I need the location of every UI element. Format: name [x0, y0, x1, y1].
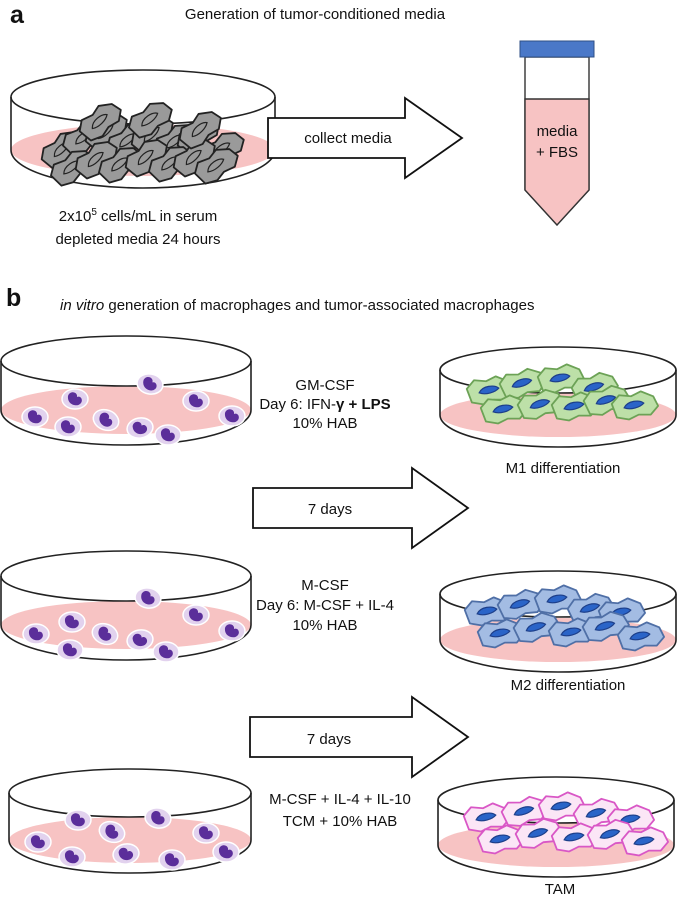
monocyte — [58, 611, 86, 633]
m1-condition-line2: Day 6: IFN-γ + LPS — [259, 396, 390, 413]
m1-macrophage — [516, 388, 565, 420]
monocyte — [22, 623, 50, 645]
tam-result-label: TAM — [545, 881, 576, 898]
tumor-cell — [124, 139, 168, 178]
seven-days-arrow-1 — [252, 466, 470, 550]
tube-media — [524, 98, 590, 227]
tumor-cell-cluster — [40, 102, 245, 187]
dish-wall — [8, 793, 252, 874]
m1-macrophage-cluster — [465, 363, 659, 425]
dish-rim — [439, 570, 677, 618]
monocyte — [126, 417, 154, 439]
monocyte — [98, 820, 126, 844]
monocyte-group — [21, 373, 246, 446]
monocyte — [144, 807, 172, 829]
monocyte-dish-m2 — [0, 550, 252, 663]
monocyte — [158, 849, 186, 871]
tam-dish — [437, 776, 675, 878]
m1-macrophage — [610, 390, 659, 421]
m2-macrophage — [476, 618, 525, 649]
m2-macrophage — [581, 610, 630, 642]
panel-a-label: a — [10, 1, 25, 29]
tumor-cell — [78, 103, 122, 142]
m2-dish — [439, 570, 677, 673]
panel-a-title: Generation of tumor-conditioned media — [185, 6, 446, 23]
m2-result-label: M2 differentiation — [511, 677, 626, 694]
monocyte — [182, 604, 210, 626]
monocyte-group — [24, 807, 240, 871]
monocyte — [152, 641, 180, 663]
monocyte — [24, 831, 52, 853]
m2-macrophage — [616, 621, 665, 652]
m2-condition-line2: Day 6: M-CSF + IL-4 — [256, 597, 394, 614]
monocyte — [64, 809, 92, 831]
monocyte — [91, 622, 119, 646]
monocyte — [54, 416, 82, 438]
tam-condition-line2: TCM + 10% HAB — [283, 813, 398, 830]
monocyte — [154, 424, 182, 446]
seven-days-label-2: 7 days — [307, 731, 351, 748]
monocyte — [56, 639, 84, 661]
m2-condition-line3: 10% HAB — [292, 617, 357, 634]
m1-condition-line1: GM-CSF — [295, 377, 354, 394]
media-tube — [519, 40, 595, 227]
dish-wall — [437, 800, 675, 878]
monocyte — [126, 629, 154, 651]
panel-b-label: b — [6, 284, 21, 312]
monocyte — [92, 408, 120, 432]
tam — [620, 826, 669, 857]
monocyte — [136, 373, 164, 395]
tube-label-line1: media — [537, 123, 579, 140]
tam — [476, 824, 525, 855]
panel-b-title: in vitro generation of macrophages and t… — [60, 297, 534, 314]
dish-rim — [0, 550, 252, 602]
monocyte — [218, 405, 246, 427]
collect-media-label: collect media — [304, 130, 392, 147]
dish-wall — [10, 97, 276, 189]
tumor-cell — [128, 102, 173, 139]
tumor-cell — [178, 111, 222, 150]
m2-condition-line1: M-CSF — [301, 577, 349, 594]
tam-cluster — [462, 791, 669, 857]
m1-dish — [439, 346, 677, 448]
dish-wall — [439, 594, 677, 673]
monocyte-dish-tam — [8, 768, 252, 874]
dish-rim — [8, 768, 252, 818]
tam-condition-line1: M-CSF + IL-4 + IL-10 — [269, 791, 411, 808]
collect-media-arrow — [267, 96, 464, 180]
monocyte — [212, 841, 240, 863]
tumor-cell — [194, 148, 239, 185]
monocyte-dish-m1 — [0, 335, 252, 446]
cell-density-line2: depleted media 24 hours — [55, 231, 220, 248]
seven-days-label-1: 7 days — [308, 501, 352, 518]
monocyte — [61, 388, 89, 410]
m1-result-label: M1 differentiation — [506, 460, 621, 477]
monocyte-group — [22, 587, 246, 663]
monocyte — [58, 846, 86, 868]
tube-cap — [519, 40, 595, 58]
cell-density-line1: 2x105 cells/mL in serum — [59, 207, 217, 225]
m2-macrophage-cluster — [463, 584, 665, 652]
tumor-culture-dish — [10, 69, 276, 189]
monocyte — [112, 843, 140, 865]
monocyte — [192, 822, 220, 844]
dish-rim — [0, 335, 252, 387]
monocyte — [134, 587, 162, 609]
dish-wall — [439, 370, 677, 448]
tumor-cell — [74, 141, 118, 180]
tube-label-line2: + FBS — [536, 144, 578, 161]
monocyte — [218, 620, 246, 642]
tumor-cell — [172, 139, 216, 178]
seven-days-arrow-2 — [249, 695, 470, 779]
monocyte — [21, 406, 49, 428]
m1-condition-line3: 10% HAB — [292, 415, 357, 432]
monocyte — [182, 390, 210, 412]
